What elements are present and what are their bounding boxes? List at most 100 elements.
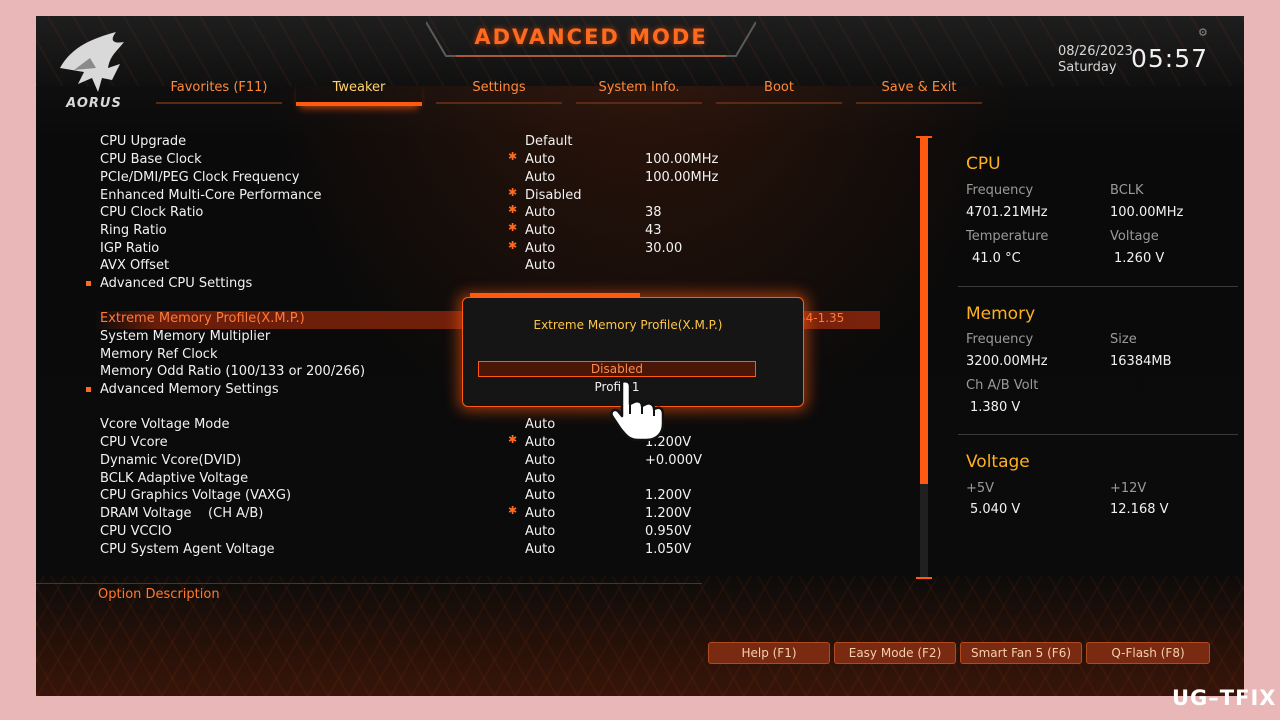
setting-avx-offset[interactable]: AVX Offset Auto xyxy=(36,258,906,276)
setting-value: Auto xyxy=(525,170,556,185)
voltage-section-title: Voltage xyxy=(966,452,1030,472)
scrollbar-thumb[interactable] xyxy=(920,138,928,484)
setting-memory-odd-ratio[interactable]: Memory Odd Ratio (100/133 or 200/266) xyxy=(36,364,906,382)
cpu-temperature-value: 41.0 °C xyxy=(972,251,1021,266)
setting-label: BCLK Adaptive Voltage xyxy=(100,471,249,486)
submenu-bullet xyxy=(86,387,91,392)
setting-dynamic-vcore[interactable]: Dynamic Vcore(DVID) Auto +0.000V xyxy=(36,453,906,471)
setting-label: Advanced Memory Settings xyxy=(100,382,279,397)
title-plate xyxy=(426,21,756,57)
tab-save-exit[interactable]: Save & Exit xyxy=(856,78,982,104)
setting-current: 100.00MHz xyxy=(645,170,719,185)
tab-boot[interactable]: Boot xyxy=(716,78,842,104)
footer-hex-pattern xyxy=(36,576,1244,696)
setting-value: Auto xyxy=(525,524,556,539)
cpu-section-title: CPU xyxy=(966,154,1001,174)
setting-cpu-graphics-voltage[interactable]: CPU Graphics Voltage (VAXG) Auto 1.200V xyxy=(36,488,906,506)
tab-system-info[interactable]: System Info. xyxy=(576,78,702,104)
setting-value: Default xyxy=(525,134,573,149)
tab-favorites[interactable]: Favorites (F11) xyxy=(156,78,282,104)
help-button[interactable]: Help (F1) xyxy=(708,642,830,664)
setting-label: Ring Ratio xyxy=(100,223,167,238)
setting-value: Auto xyxy=(525,258,556,273)
setting-cpu-clock-ratio[interactable]: CPU Clock Ratio ✱ Auto 38 xyxy=(36,203,906,223)
setting-memory-ref-clock[interactable]: Memory Ref Clock xyxy=(36,347,906,365)
setting-value: Auto xyxy=(525,152,556,167)
setting-multicore[interactable]: Enhanced Multi-Core Performance ✱ Disabl… xyxy=(36,186,906,206)
smart-fan-button[interactable]: Smart Fan 5 (F6) xyxy=(960,642,1082,664)
memory-size-label: Size xyxy=(1110,332,1137,347)
setting-value: Auto xyxy=(525,471,556,486)
tab-tweaker[interactable]: Tweaker xyxy=(296,78,422,106)
cpu-frequency-label: Frequency xyxy=(966,183,1034,198)
divider xyxy=(36,583,702,584)
setting-vcore-mode[interactable]: Vcore Voltage Mode Auto xyxy=(36,417,906,435)
submenu-advanced-memory[interactable]: Advanced Memory Settings xyxy=(36,382,906,400)
setting-system-agent-voltage[interactable]: CPU System Agent Voltage Auto 1.050V xyxy=(36,542,906,560)
setting-dram-voltage[interactable]: DRAM Voltage (CH A/B) ✱ Auto 1.200V xyxy=(36,504,906,524)
submenu-advanced-cpu[interactable]: Advanced CPU Settings xyxy=(36,276,906,294)
setting-cpu-vcore[interactable]: CPU Vcore ✱ Auto 1.200V xyxy=(36,433,906,453)
setting-value: Auto xyxy=(525,417,556,432)
date-text: 08/26/2023 xyxy=(1058,44,1133,59)
star-icon: ✱ xyxy=(508,203,518,216)
setting-label: CPU Base Clock xyxy=(100,152,202,167)
scrollbar-bottom-cap xyxy=(916,577,932,579)
watermark: UG–TFIX xyxy=(1172,686,1277,710)
setting-value: Auto xyxy=(525,488,556,503)
star-icon: ✱ xyxy=(508,150,518,163)
gear-icon[interactable]: ⚙ xyxy=(1198,26,1208,39)
cpu-voltage-label: Voltage xyxy=(1110,229,1159,244)
setting-label: CPU Upgrade xyxy=(100,134,187,149)
setting-label: CPU Vcore xyxy=(100,435,168,450)
setting-value: Disabled xyxy=(525,188,582,203)
popup-accent xyxy=(470,293,640,298)
header-band xyxy=(36,16,1244,86)
memory-volt-value: 1.380 V xyxy=(970,400,1021,415)
memory-volt-label: Ch A/B Volt xyxy=(966,378,1039,393)
setting-current: 1.200V xyxy=(645,435,692,450)
page-title: ADVANCED MODE xyxy=(474,25,708,49)
setting-current: +0.000V xyxy=(645,453,703,468)
memory-section-title: Memory xyxy=(966,304,1036,324)
setting-current: 100.00MHz xyxy=(645,152,719,167)
bios-screen: AORUS ADVANCED MODE Favorites (F11) Twea… xyxy=(36,16,1244,696)
setting-pcie-clock[interactable]: PCIe/DMI/PEG Clock Frequency Auto 100.00… xyxy=(36,170,906,188)
setting-label: DRAM Voltage (CH A/B) xyxy=(100,506,264,521)
divider xyxy=(958,286,1238,287)
voltage-5v-label: +5V xyxy=(966,481,995,496)
setting-cpu-base-clock[interactable]: CPU Base Clock ✱ Auto 100.00MHz xyxy=(36,150,906,170)
setting-cpu-vccio[interactable]: CPU VCCIO Auto 0.950V xyxy=(36,524,906,542)
setting-ring-ratio[interactable]: Ring Ratio ✱ Auto 43 xyxy=(36,221,906,241)
logo-text: AORUS xyxy=(66,96,122,111)
setting-cpu-upgrade[interactable]: CPU Upgrade Default xyxy=(36,134,906,152)
memory-frequency-value: 3200.00MHz xyxy=(966,354,1048,369)
setting-bclk-adaptive-voltage[interactable]: BCLK Adaptive Voltage Auto xyxy=(36,471,906,489)
setting-current: 43 xyxy=(645,223,662,238)
date-display: 08/26/2023 Saturday xyxy=(1058,44,1133,76)
clock: 05:57 xyxy=(1131,44,1209,73)
setting-memory-multiplier[interactable]: System Memory Multiplier xyxy=(36,329,906,347)
tab-settings[interactable]: Settings xyxy=(436,78,562,104)
popup-option-disabled[interactable]: Disabled xyxy=(478,361,756,377)
easy-mode-button[interactable]: Easy Mode (F2) xyxy=(834,642,956,664)
star-icon: ✱ xyxy=(508,221,518,234)
setting-value: Auto xyxy=(525,205,556,220)
submenu-bullet xyxy=(86,281,91,286)
star-icon: ✱ xyxy=(508,186,518,199)
popup-title: Extreme Memory Profile(X.M.P.) xyxy=(533,318,723,332)
star-icon: ✱ xyxy=(508,504,518,517)
setting-label: Vcore Voltage Mode xyxy=(100,417,230,432)
xmp-popup xyxy=(462,297,804,407)
setting-current: 1.050V xyxy=(645,542,692,557)
setting-value: Auto xyxy=(525,435,556,450)
setting-label: CPU System Agent Voltage xyxy=(100,542,275,557)
cpu-temperature-label: Temperature xyxy=(966,229,1049,244)
pointer-hand-icon xyxy=(610,379,664,442)
q-flash-button[interactable]: Q-Flash (F8) xyxy=(1086,642,1210,664)
voltage-5v-value: 5.040 V xyxy=(970,502,1021,517)
setting-label: Enhanced Multi-Core Performance xyxy=(100,188,322,203)
scrollbar-top-cap xyxy=(916,136,932,138)
setting-igp-ratio[interactable]: IGP Ratio ✱ Auto 30.00 xyxy=(36,239,906,259)
setting-value: Auto xyxy=(525,223,556,238)
